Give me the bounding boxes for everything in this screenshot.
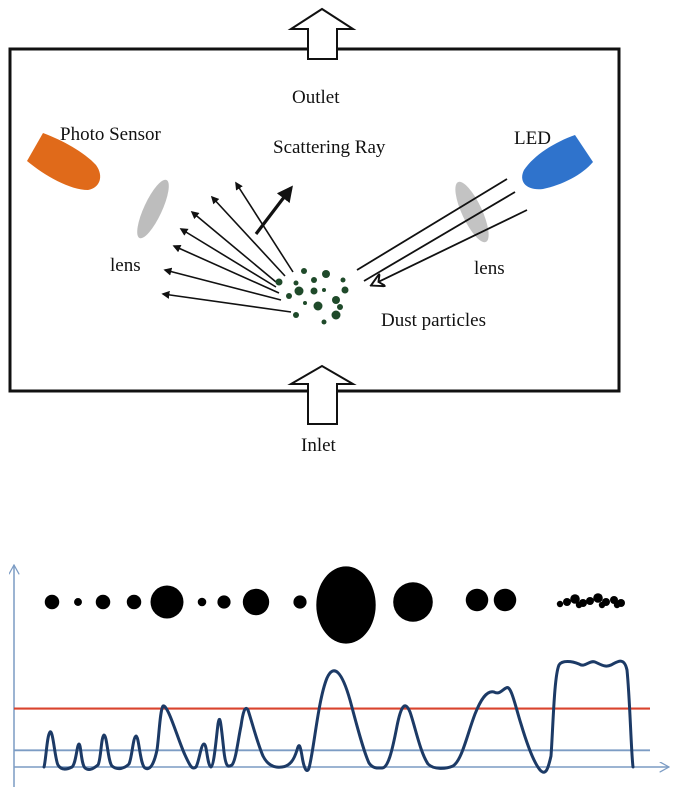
photo-sensor-label: Photo Sensor — [60, 124, 161, 145]
particle-silhouette — [570, 594, 580, 604]
particle-silhouette — [598, 601, 606, 609]
outlet-arrow-icon — [287, 7, 357, 60]
right-lens-label: lens — [474, 258, 505, 279]
scattered-rays — [161, 181, 294, 313]
particle-silhouette — [242, 588, 270, 616]
inlet-arrow-icon — [287, 364, 357, 425]
particle-silhouette — [393, 582, 433, 622]
signal-trace — [42, 659, 635, 774]
inlet-label: Inlet — [301, 435, 337, 456]
scattering-ray-arrow-icon — [254, 185, 293, 235]
photo-sensor-icon — [27, 133, 101, 190]
particle-silhouette — [217, 595, 231, 609]
particle-silhouette — [293, 595, 307, 609]
particle-silhouette — [44, 594, 60, 610]
signal-plot — [14, 565, 669, 787]
particle-silhouette — [563, 598, 571, 606]
particle-silhouette — [316, 566, 376, 644]
particle-silhouette — [126, 594, 142, 610]
outlet-label: Outlet — [292, 87, 340, 108]
led-icon — [522, 135, 593, 190]
particle-silhouette — [465, 588, 489, 612]
particle-silhouette — [586, 597, 594, 605]
particle-silhouette — [150, 585, 184, 619]
scattering-ray-label: Scattering Ray — [273, 137, 386, 158]
dust-particle-cluster — [275, 268, 349, 325]
dust-particles-label: Dust particles — [381, 310, 486, 331]
incident-light-rays — [356, 178, 528, 285]
led-label: LED — [514, 128, 551, 149]
particle-silhouette — [613, 601, 621, 609]
particle-silhouette — [556, 600, 564, 608]
particle-silhouette — [593, 593, 603, 603]
particle-silhouettes — [44, 566, 625, 644]
left-lens-label: lens — [110, 255, 141, 276]
particle-silhouette — [74, 598, 82, 606]
particle-silhouette — [95, 594, 111, 610]
particle-silhouette — [493, 588, 517, 612]
right-lens-icon — [455, 181, 489, 243]
left-lens-icon — [137, 179, 169, 239]
particle-silhouette — [197, 597, 207, 607]
particle-silhouette — [575, 601, 583, 609]
